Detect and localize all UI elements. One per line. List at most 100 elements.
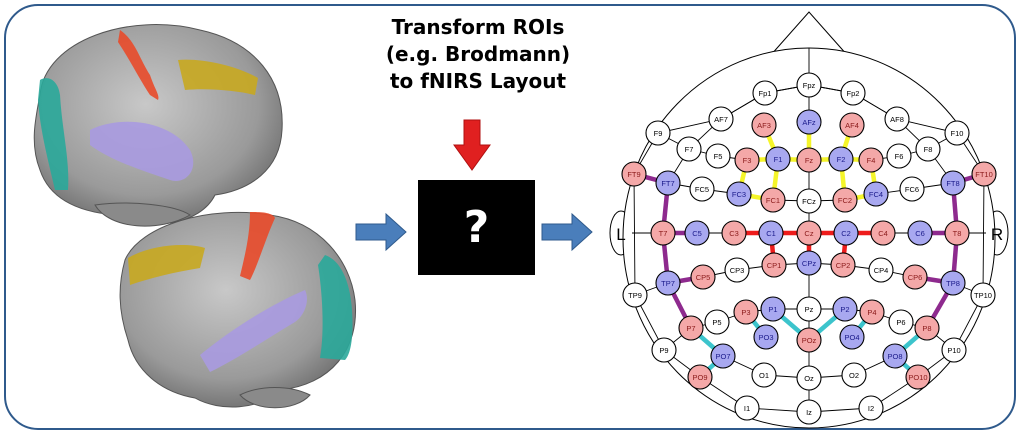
electrode-label: POz — [802, 336, 817, 345]
electrode-PO7: PO7 — [710, 343, 736, 369]
electrode-label: C6 — [915, 229, 925, 238]
electrode-circle — [839, 324, 865, 350]
electrode-label: Oz — [804, 374, 814, 383]
electrode-label: FC3 — [732, 190, 746, 199]
electrode-label: CPz — [802, 259, 816, 268]
roi-red-region — [118, 30, 159, 100]
electrode-label: C5 — [692, 229, 702, 238]
electrode-F6: F6 — [886, 143, 912, 169]
electrode-Fz: Fz — [796, 147, 822, 173]
electrode-circle — [914, 315, 940, 341]
electrode-circle — [645, 120, 671, 146]
electrode-P7: P7 — [678, 315, 704, 341]
roi-red-region-2 — [240, 212, 275, 280]
electrode-label: PO3 — [758, 333, 773, 342]
electrode-AF4: AF4 — [839, 112, 865, 138]
roi-purple-region-2 — [200, 290, 307, 372]
electrode-circle — [705, 143, 731, 169]
electrode-circle — [651, 337, 677, 363]
electrode-P1: P1 — [760, 296, 786, 322]
electrode-label: FC4 — [869, 190, 883, 199]
electrode-label: P3 — [741, 308, 750, 317]
electrode-label: Cz — [804, 229, 813, 238]
electrode-Cz: Cz — [796, 220, 822, 246]
electrode-C1: C1 — [758, 220, 784, 246]
electrode-PO3: PO3 — [753, 324, 779, 350]
title-line-1: Transform ROIs — [391, 15, 565, 39]
electrode-F5: F5 — [705, 143, 731, 169]
electrode-P10: P10 — [941, 337, 967, 363]
brain-image-right-lateral — [119, 212, 357, 409]
electrode-FT8: FT8 — [940, 170, 966, 196]
right-label: R — [991, 225, 1003, 244]
electrode-label: P4 — [867, 308, 876, 317]
electrode-F3: F3 — [734, 147, 760, 173]
electrode-AF7: AF7 — [708, 106, 734, 132]
electrode-label: CP1 — [767, 261, 782, 270]
electrode-AF8: AF8 — [884, 106, 910, 132]
electrode-circle — [796, 250, 822, 276]
electrode-circle — [944, 220, 970, 246]
electrode-POz: POz — [796, 327, 822, 353]
electrode-Fp2: Fp2 — [840, 80, 866, 106]
electrode-CPz: CPz — [796, 250, 822, 276]
electrode-circle — [882, 343, 908, 369]
electrode-C5: C5 — [684, 220, 710, 246]
electrode-Pz: Pz — [796, 296, 822, 322]
electrode-circle — [689, 176, 715, 202]
electrode-CP3: CP3 — [724, 257, 750, 283]
electrode-circle — [886, 143, 912, 169]
electrode-T8: T8 — [944, 220, 970, 246]
question-mark: ? — [463, 202, 490, 253]
title-line-3: to fNIRS Layout — [389, 69, 567, 93]
electrode-circle — [832, 296, 858, 322]
electrode-label: AF7 — [714, 115, 728, 124]
electrode-circle — [796, 147, 822, 173]
electrode-F9: F9 — [645, 120, 671, 146]
electrode-CP4: CP4 — [868, 257, 894, 283]
electrode-circle — [796, 109, 822, 135]
electrode-circle — [751, 362, 777, 388]
electrode-label: Fp1 — [759, 89, 772, 98]
electrode-circle — [796, 220, 822, 246]
electrode-P6: P6 — [888, 309, 914, 335]
electrode-circle — [796, 399, 822, 425]
electrode-label: T8 — [953, 229, 962, 238]
electrode-label: F1 — [774, 155, 783, 164]
electrode-I1: I1 — [734, 395, 760, 421]
electrode-circle — [940, 170, 966, 196]
electrode-F7: F7 — [676, 136, 702, 162]
electrode-label: F8 — [924, 145, 933, 154]
electrode-label: O2 — [849, 371, 859, 380]
electrode-circle — [621, 161, 647, 187]
electrode-P8: P8 — [914, 315, 940, 341]
electrode-label: CP2 — [836, 261, 851, 270]
electrode-label: P1 — [768, 305, 777, 314]
electrode-label: F10 — [951, 129, 964, 138]
electrode-label: I1 — [744, 404, 750, 413]
electrode-circle — [655, 270, 681, 296]
electrode-C2: C2 — [833, 220, 859, 246]
electrode-circle — [721, 220, 747, 246]
electrode-label: FT10 — [975, 170, 993, 179]
electrode-circle — [888, 309, 914, 335]
electrode-circle — [868, 257, 894, 283]
roi-yellow-region — [178, 59, 258, 95]
electrode-circle — [796, 365, 822, 391]
electrode-PO10: PO10 — [905, 364, 931, 390]
electrode-Oz: Oz — [796, 365, 822, 391]
electrode-label: TP7 — [661, 279, 675, 288]
electrode-circle — [858, 147, 884, 173]
right-arrow-icon — [355, 212, 407, 252]
electrode-FT10: FT10 — [971, 161, 997, 187]
electrode-F10: F10 — [944, 120, 970, 146]
electrode-FC2: FC2 — [832, 187, 858, 213]
title-line-2: (e.g. Brodmann) — [385, 42, 571, 66]
electrode-P9: P9 — [651, 337, 677, 363]
electrode-FC4: FC4 — [863, 181, 889, 207]
electrode-P4: P4 — [859, 299, 885, 325]
electrode-circle — [902, 264, 928, 290]
electrode-label: Fpz — [803, 81, 816, 90]
electrode-PO8: PO8 — [882, 343, 908, 369]
